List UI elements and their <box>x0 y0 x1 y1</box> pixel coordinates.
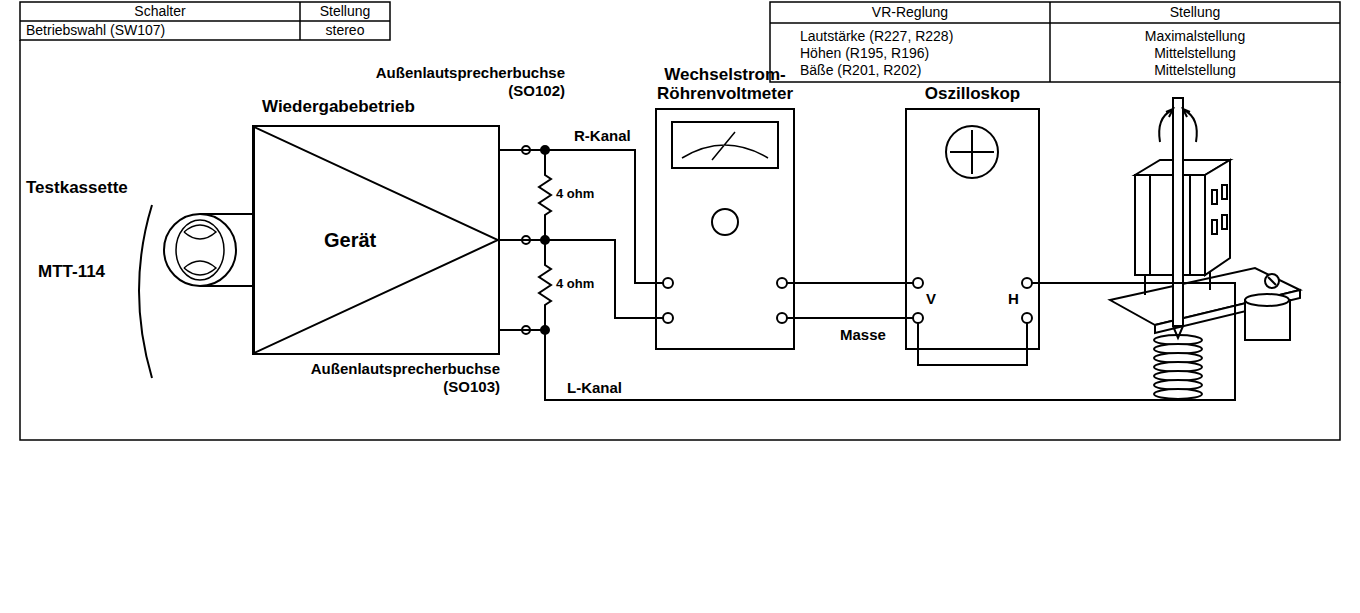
tape-head-core <box>176 220 224 280</box>
signal-wire <box>795 282 905 284</box>
table-rule <box>20 20 390 22</box>
scope-screen <box>946 126 998 178</box>
ground-wire <box>918 323 1027 365</box>
channel-label: R-Kanal <box>572 127 633 144</box>
signal-wire <box>795 317 905 319</box>
signal-wire <box>500 150 655 283</box>
device-box: WiedergabebetriebGerät <box>252 125 500 355</box>
head-wire <box>200 214 252 286</box>
ground-label: Masse <box>840 326 886 344</box>
coil-illustration <box>1110 98 1300 399</box>
jack-label: Außenlautsprecherbuchse (SO103) <box>285 360 500 396</box>
channel-label: L-Kanal <box>565 379 624 396</box>
scope-cross <box>950 130 994 174</box>
table-header: Stellung <box>300 3 390 20</box>
box-heading: Wiedergabebetrieb <box>262 97 415 117</box>
resistor-symbol <box>539 240 551 330</box>
table-rule <box>770 22 1340 24</box>
input-label: H <box>1008 290 1019 308</box>
table-header: VR-Reglung <box>770 4 1050 21</box>
box-heading: Wechselstrom- Röhrenvoltmeter <box>643 65 808 104</box>
signal-wire <box>500 240 655 318</box>
meter-needle <box>682 132 768 160</box>
resistor-symbol <box>539 150 551 240</box>
cassette-bracket <box>139 205 152 378</box>
table-cell: stereo <box>300 22 390 39</box>
tape-head <box>164 214 236 286</box>
box-heading: Oszilloskop <box>925 84 1020 104</box>
table-frame <box>770 2 1340 82</box>
table-cell: Mittelstellung <box>1050 45 1340 62</box>
oscilloscope-box: Oszilloskop <box>905 108 1040 350</box>
jack-label: Außenlautsprecherbuchse (SO102) <box>350 64 565 100</box>
table-rule <box>299 2 301 40</box>
meter-window <box>672 122 778 168</box>
table-header: Schalter <box>20 3 300 20</box>
table-header: Stellung <box>1050 4 1340 21</box>
resistor-value: 4 ohm <box>556 186 594 202</box>
input-label: V <box>926 290 936 308</box>
box-label: Gerät <box>324 229 376 252</box>
cassette-type: MTT-114 <box>38 262 105 282</box>
meter-knob <box>712 209 738 235</box>
table-cell: Bäße (R201, R202) <box>800 62 921 79</box>
table-cell: Mittelstellung <box>1050 62 1340 79</box>
table-cell: Betriebswahl (SW107) <box>26 22 165 39</box>
table-cell: Maximalstellung <box>1050 28 1340 45</box>
signal-wire <box>500 283 1235 400</box>
table-cell: Lautstärke (R227, R228) <box>800 28 953 45</box>
table-rule <box>1049 2 1051 82</box>
terminal <box>907 278 1038 323</box>
table-cell: Höhen (R195, R196) <box>800 45 929 62</box>
voltmeter-box: Wechselstrom- Röhrenvoltmeter <box>655 108 795 350</box>
head-winding <box>184 225 216 275</box>
resistor-value: 4 ohm <box>556 276 594 292</box>
cassette-label: Testkassette <box>26 178 128 198</box>
table-frame <box>20 2 390 40</box>
frame <box>20 40 1340 440</box>
terminal <box>657 278 793 323</box>
